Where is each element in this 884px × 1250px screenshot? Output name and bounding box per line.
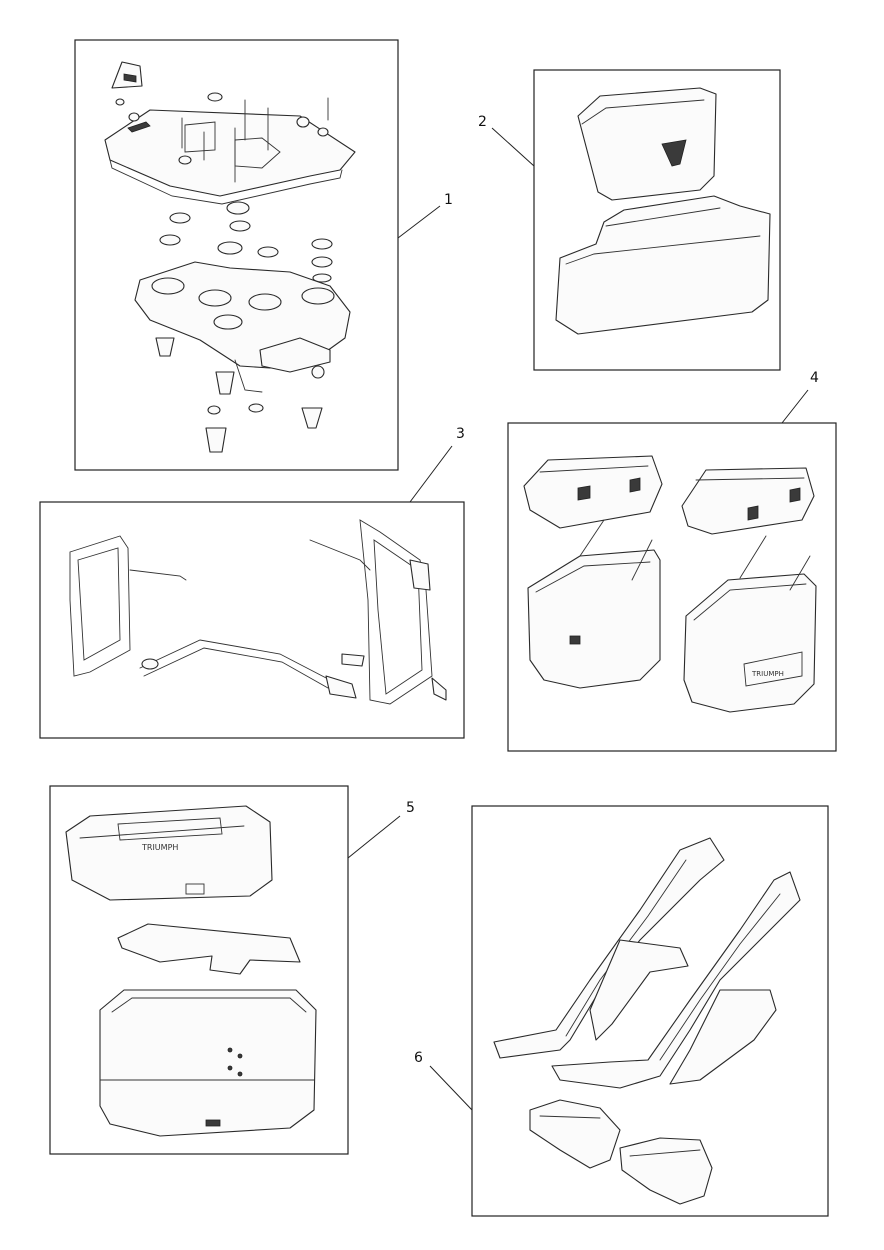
panel-1-top-box-mounting-kit — [74, 39, 399, 471]
callout-4-label: 4 — [810, 370, 819, 386]
top-box-icon: TRIUMPH — [65, 805, 317, 1137]
callout-4-leader — [781, 389, 809, 424]
top-box-brand-text: TRIUMPH — [141, 843, 178, 852]
top-box-mounting-kit-icon — [104, 61, 356, 453]
callout-5-leader — [347, 815, 401, 859]
pannier-pair-icon: TRIUMPH — [523, 455, 817, 713]
callouts: 1 2 3 4 5 6 — [347, 114, 819, 1111]
callout-2-leader — [491, 127, 535, 167]
pannier-brand-text: TRIUMPH — [751, 670, 784, 678]
callout-2-label: 2 — [478, 114, 487, 130]
panel-5-top-box: TRIUMPH — [49, 785, 349, 1155]
panel-4-panniers: TRIUMPH — [507, 422, 837, 752]
panel-2-backrest — [533, 69, 781, 371]
pannier-rail-icon — [69, 519, 447, 705]
panel-1-frame — [74, 39, 399, 471]
callout-6-label: 6 — [414, 1050, 423, 1066]
callout-3-leader — [409, 445, 453, 503]
frame-protector-icon — [493, 837, 801, 1205]
backrest-pad-icon — [555, 87, 771, 335]
callout-1-label: 1 — [444, 192, 453, 208]
panel-6-frame-protectors — [471, 805, 829, 1217]
callout-6-leader — [429, 1065, 473, 1111]
callout-3-label: 3 — [456, 426, 465, 442]
callout-5-label: 5 — [406, 800, 415, 816]
callout-1-leader — [397, 205, 441, 239]
panel-3-pannier-rails — [39, 501, 465, 739]
panel-3-frame — [39, 501, 465, 739]
